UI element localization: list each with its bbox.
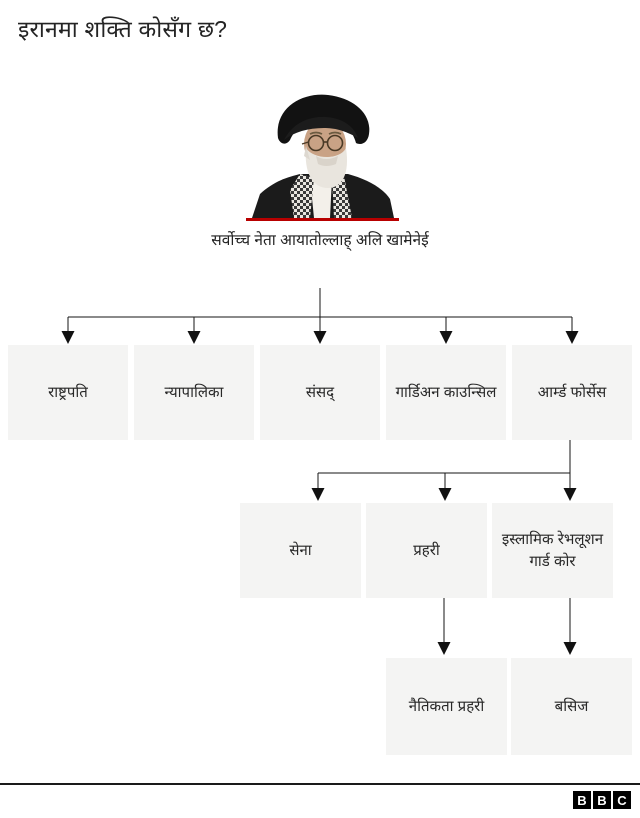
- footer-divider: [0, 783, 640, 785]
- node-guardian-council: गार्डिअन काउन्सिल: [386, 345, 506, 440]
- portrait-illustration: [252, 94, 394, 218]
- node-president: राष्ट्रपति: [8, 345, 128, 440]
- node-army: सेना: [240, 503, 361, 598]
- node-armed-forces: आर्म्ड फोर्सेस: [512, 345, 632, 440]
- node-judiciary: न्यापालिका: [134, 345, 254, 440]
- node-morality-police: नैतिकता प्रहरी: [386, 658, 507, 755]
- portrait: [240, 86, 400, 218]
- supreme-leader-caption: सर्वोच्च नेता आयातोल्लाह् अलि खामेनेई: [211, 232, 429, 249]
- node-irgc: इस्लामिक रेभलूशन गार्ड कोर: [492, 503, 613, 598]
- bbc-logo-letter: B: [593, 791, 611, 809]
- bbc-logo: B B C: [573, 791, 631, 809]
- portrait-underline: [246, 218, 399, 221]
- node-basij: बसिज: [511, 658, 632, 755]
- page-title: इरानमा शक्ति कोसँग छ?: [18, 16, 228, 42]
- node-police: प्रहरी: [366, 503, 487, 598]
- bbc-logo-letter: C: [613, 791, 631, 809]
- bbc-logo-letter: B: [573, 791, 591, 809]
- node-parliament: संसद्: [260, 345, 380, 440]
